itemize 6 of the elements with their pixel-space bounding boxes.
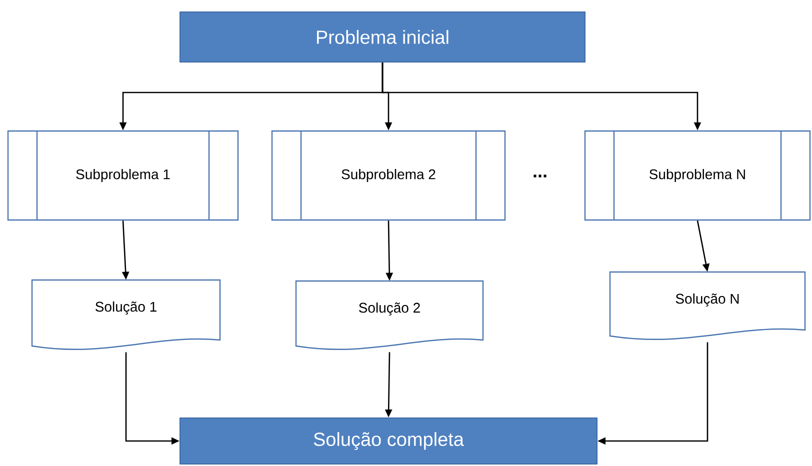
process-box: Problema inicial <box>180 12 586 62</box>
ellipsis-text: ... <box>534 174 546 178</box>
subprocess-box: Subproblema 2 <box>271 130 506 221</box>
process-box: Solução completa <box>180 418 598 464</box>
subprocess-box: Subproblema N <box>584 130 811 221</box>
subprocess-box: Subproblema 1 <box>7 130 239 221</box>
